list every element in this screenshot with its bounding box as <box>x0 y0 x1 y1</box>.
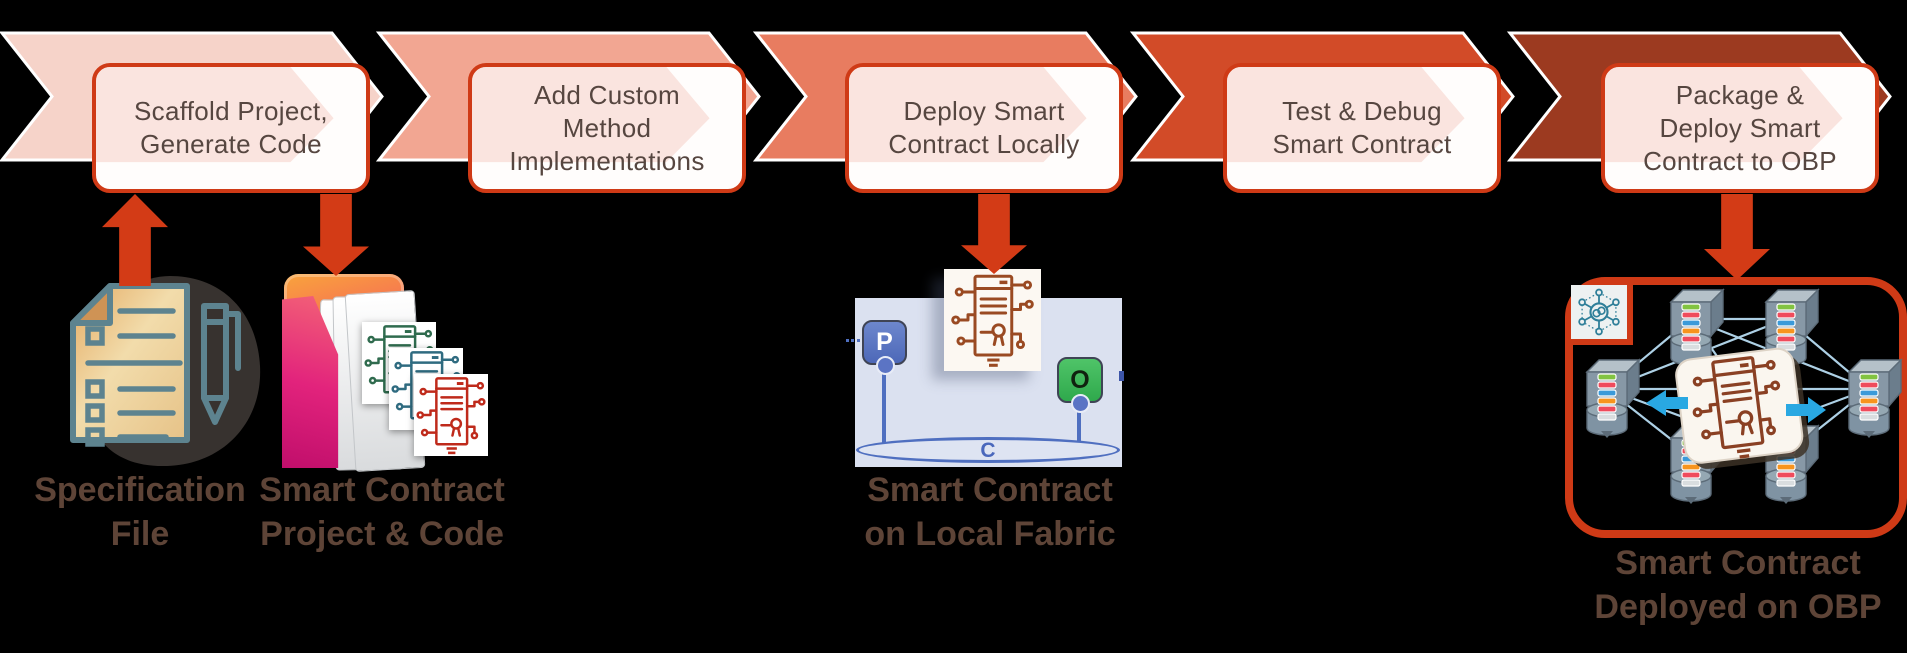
project-folder-icon <box>278 266 494 472</box>
obp-network-icon <box>1586 289 1902 505</box>
step-label: Deploy Smart Contract Locally <box>888 96 1080 159</box>
contract-doc-icon <box>946 271 1039 369</box>
step-box-package-deploy: Package & Deploy Smart Contract to OBP <box>1601 63 1879 193</box>
linked-nodes-glyph <box>1578 288 1620 336</box>
step-label: Test & Debug Smart Contract <box>1272 96 1452 159</box>
step-label: Add Custom Method Implementations <box>509 79 705 176</box>
step-box-scaffold: Scaffold Project, Generate Code <box>92 63 370 193</box>
peer-label: P <box>876 328 893 356</box>
caption-project-code: Smart Contract Project & Code <box>259 471 505 553</box>
orderer-label: O <box>1070 365 1090 394</box>
step-label: Scaffold Project, Generate Code <box>134 96 328 159</box>
arrow-down-step1-to-project <box>303 194 369 276</box>
checklist-document <box>70 283 190 447</box>
caption-local-fabric: Smart Contract on Local Fabric <box>864 471 1116 553</box>
orderer-external-link <box>1119 371 1124 381</box>
blockchain-badge-icon <box>1571 285 1633 345</box>
obp-boundary-box <box>1565 277 1907 538</box>
peer-channel-line <box>882 360 886 446</box>
obp-contract-tile <box>1675 347 1810 469</box>
pen-icon <box>201 303 241 425</box>
arrow-down-step5-to-obp <box>1704 194 1770 280</box>
server-node-icon <box>1586 359 1640 439</box>
step-box-deploy-local: Deploy Smart Contract Locally <box>845 63 1123 193</box>
arrow-right-icon <box>1786 397 1826 423</box>
caption-deployed-obp: Smart Contract Deployed on OBP <box>1594 544 1882 626</box>
arrow-down-step3-to-fabric <box>961 194 1027 274</box>
peer-external-link <box>846 339 860 342</box>
step-box-test-debug: Test & Debug Smart Contract <box>1223 63 1501 193</box>
peer-connector-dot <box>876 356 895 375</box>
orderer-channel-line <box>1077 398 1081 450</box>
fabric-contract-card <box>944 269 1041 371</box>
channel-ellipse: C <box>856 437 1120 463</box>
contract-doc-icon-red <box>414 374 488 456</box>
caption-specification-file: Specification File <box>34 471 246 553</box>
step-label: Package & Deploy Smart Contract to OBP <box>1643 79 1837 176</box>
spec-file-icon <box>70 276 261 466</box>
arrow-left-icon <box>1646 390 1688 416</box>
server-node-icon <box>1848 359 1902 439</box>
step-box-add-methods: Add Custom Method Implementations <box>468 63 746 193</box>
orderer-connector-dot <box>1071 394 1090 413</box>
channel-label: C <box>980 438 996 462</box>
